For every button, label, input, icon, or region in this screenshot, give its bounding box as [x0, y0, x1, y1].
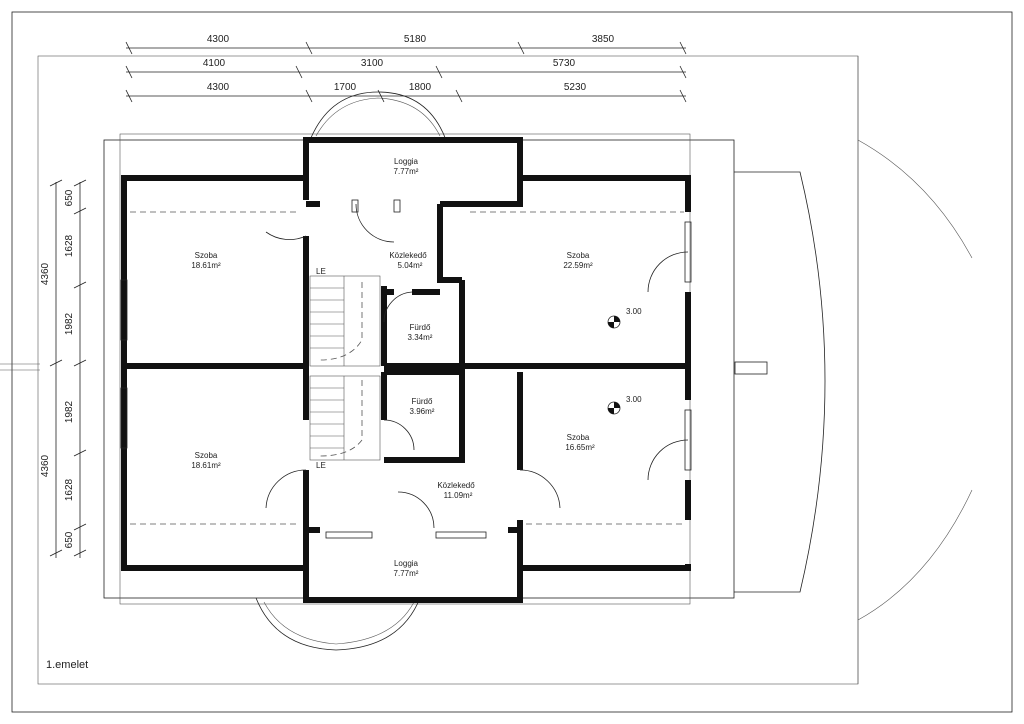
room-area-szoba-tr: 22.59m² — [563, 261, 593, 270]
room-name-furdo-top: Fürdő — [410, 323, 431, 332]
room-area-loggia-top: 7.77m² — [394, 167, 419, 176]
door-swings — [265, 203, 689, 529]
left-dimension-lines — [49, 179, 87, 558]
level-value-lower: 3.00 — [626, 395, 642, 404]
room-name-furdo-bottom: Fürdő — [412, 397, 433, 406]
dim-left-upper-1: 650 — [64, 189, 75, 206]
chimney-outline — [734, 361, 768, 375]
room-name-loggia-top: Loggia — [394, 157, 419, 166]
room-area-furdo-top: 3.34m² — [408, 333, 433, 342]
sheet-frame — [11, 11, 1013, 713]
stair-label-upper: LE — [316, 267, 326, 276]
room-name-kozlekedo-top: Közlekedő — [389, 251, 427, 260]
windows — [120, 199, 692, 539]
dim-top-r1-1: 4300 — [207, 34, 230, 45]
dim-left-lower-1: 1982 — [64, 400, 75, 423]
dim-left-upper-total: 4360 — [40, 262, 51, 285]
level-marker-upper — [607, 315, 621, 329]
dim-top-r3-2: 1700 — [334, 82, 357, 93]
room-area-kozlekedo-bottom: 11.09m² — [444, 491, 473, 500]
stair-label-lower: LE — [316, 461, 326, 470]
dim-top-r2-3: 5730 — [553, 58, 576, 69]
room-name-loggia-bottom: Loggia — [394, 559, 419, 568]
room-area-furdo-bottom: 3.96m² — [410, 407, 435, 416]
dim-left-lower-total: 4360 — [40, 454, 51, 477]
level-value-upper: 3.00 — [626, 307, 642, 316]
dim-left-lower-3: 650 — [64, 531, 75, 548]
room-name-kozlekedo-bottom: Közlekedő — [437, 481, 475, 490]
room-name-szoba-br: Szoba — [567, 433, 590, 442]
level-marker-lower — [607, 401, 621, 415]
staircase — [309, 275, 381, 461]
dim-top-r1-3: 3850 — [592, 34, 615, 45]
dim-top-r1-2: 5180 — [404, 34, 427, 45]
dim-left-upper-3: 1982 — [64, 312, 75, 335]
dim-left-upper-2: 1628 — [64, 234, 75, 257]
dim-top-r3-3: 1800 — [409, 82, 432, 93]
balcony-arches — [255, 91, 447, 651]
dim-top-r2-1: 4100 — [203, 58, 226, 69]
dim-top-r2-2: 3100 — [361, 58, 384, 69]
walls — [121, 137, 691, 603]
room-area-szoba-br: 16.65m² — [565, 443, 595, 452]
dim-top-r3-4: 5230 — [564, 82, 587, 93]
room-area-loggia-bottom: 7.77m² — [394, 569, 419, 578]
roof-outline — [0, 56, 973, 684]
top-dimension-lines — [125, 41, 687, 103]
dim-left-lower-2: 1628 — [64, 478, 75, 501]
dim-top-r3-1: 4300 — [207, 82, 230, 93]
room-area-szoba-tl: 18.61m² — [191, 261, 221, 270]
room-name-szoba-tl: Szoba — [195, 251, 218, 260]
room-area-kozlekedo-top: 5.04m² — [398, 261, 423, 270]
room-name-szoba-bl: Szoba — [195, 451, 218, 460]
floor-label: 1.emelet — [46, 659, 88, 671]
room-name-szoba-tr: Szoba — [567, 251, 590, 260]
roof-slope-lines — [130, 211, 684, 525]
room-area-szoba-bl: 18.61m² — [191, 461, 221, 470]
